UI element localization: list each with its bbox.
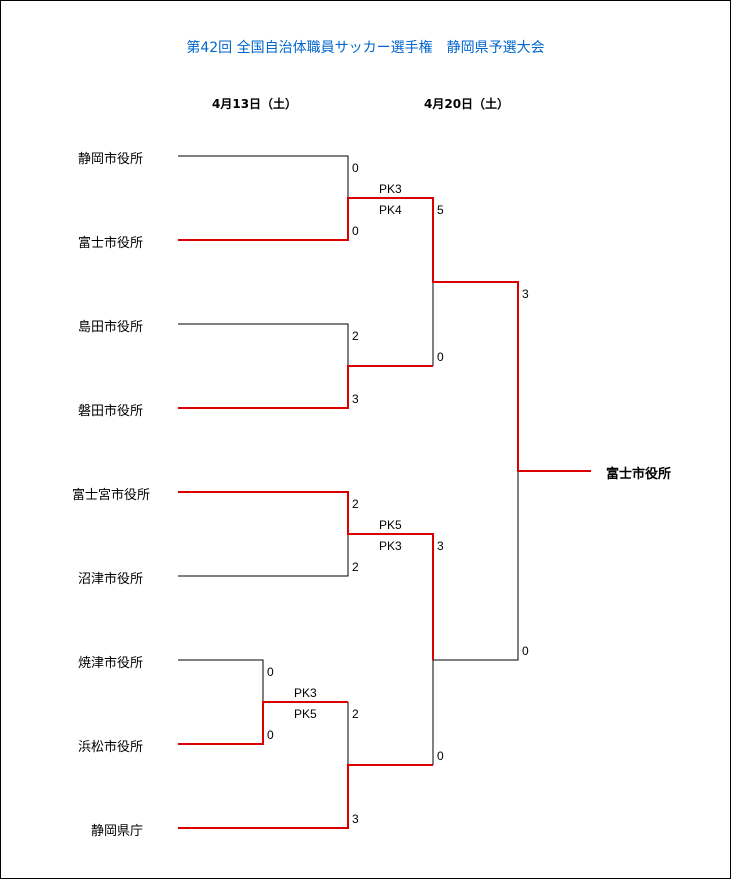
score-hamamatsu-city: 0: [267, 728, 274, 742]
score-numazu-city: 2: [352, 560, 359, 574]
champion-name: 富士市役所: [606, 467, 672, 482]
score-shizuoka-pref-r2: 0: [437, 749, 444, 763]
winner-lines: [178, 197, 591, 829]
team-hamamatsu-city: 浜松市役所: [77, 740, 143, 755]
tournament-title: 第42回 全国自治体職員サッカー選手権 静岡県予選大会: [186, 40, 545, 56]
team-shimada-city: 島田市役所: [77, 320, 143, 335]
team-numazu-city: 沼津市役所: [77, 572, 143, 587]
team-yaizu-city: 焼津市役所: [77, 656, 143, 671]
round1-date: 4月13日（土）: [212, 97, 298, 111]
pk-label: PK4: [379, 203, 402, 217]
team-shizuoka-pref: 静岡県庁: [90, 824, 143, 839]
score-shizuoka-pref: 3: [352, 812, 359, 826]
loser-lines: [178, 155, 519, 765]
pk-label: PK3: [379, 539, 402, 553]
score-shizuoka-city: 0: [352, 161, 359, 175]
score-final-fuji: 3: [522, 287, 529, 301]
team-iwata-city: 磐田市役所: [77, 404, 143, 419]
score-fujinomiya-city: 2: [352, 497, 359, 511]
score-fujinomiya-r2: 3: [437, 539, 444, 553]
round2-date: 4月20日（土）: [424, 97, 510, 111]
score-shimada-city: 2: [352, 329, 359, 343]
pk-label: PK5: [379, 518, 402, 532]
score-final-fujinomiya: 0: [522, 644, 529, 658]
pk-label: PK5: [294, 707, 317, 721]
team-fuji-city: 富士市役所: [77, 236, 143, 251]
score-hamamatsu-r2: 2: [352, 707, 359, 721]
score-yaizu-city: 0: [267, 665, 274, 679]
pk-label: PK3: [294, 686, 317, 700]
team-shizuoka-city: 静岡市役所: [77, 152, 143, 167]
score-fuji-r2: 5: [437, 203, 444, 217]
pk-label: PK3: [379, 182, 402, 196]
score-iwata-r2: 0: [437, 350, 444, 364]
score-fuji-city: 0: [352, 224, 359, 238]
score-iwata-city: 3: [352, 392, 359, 406]
team-fujinomiya-city: 富士宮市役所: [71, 488, 150, 503]
